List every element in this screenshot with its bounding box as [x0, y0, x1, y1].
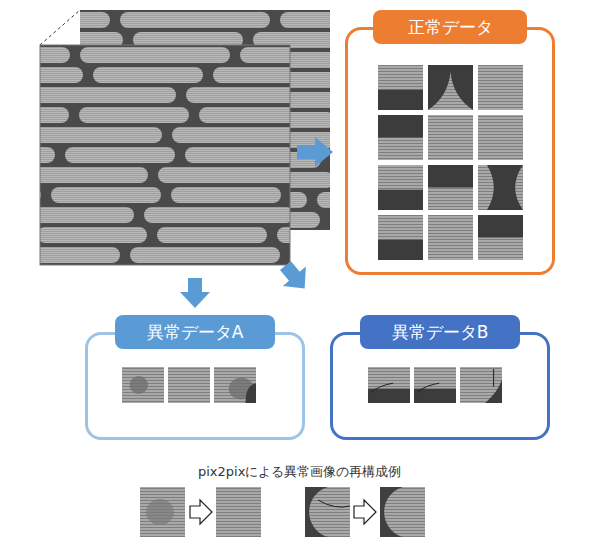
thumbnail	[378, 65, 423, 110]
defect-blob	[130, 376, 148, 394]
dark-region	[428, 65, 473, 110]
category-box: 異常データB	[330, 315, 550, 440]
caption-text: pix2pixによる異常画像の再構成例	[198, 463, 401, 481]
thumbnail	[214, 367, 256, 403]
line-pattern	[40, 247, 120, 263]
thumbnail	[428, 215, 473, 260]
wafer-image-front	[40, 45, 290, 265]
dark-region	[478, 215, 523, 238]
dark-region	[378, 115, 423, 138]
line-pattern	[40, 127, 162, 143]
line-pattern	[40, 207, 134, 223]
line-pattern	[317, 192, 330, 208]
line-pattern	[40, 147, 55, 163]
category-box: 異常データA	[85, 315, 305, 440]
thumbnail	[428, 115, 473, 160]
box-title: 異常データA	[115, 315, 275, 349]
line-pattern	[185, 147, 290, 163]
line-pattern	[93, 67, 203, 83]
line-pattern	[158, 167, 290, 183]
dark-region	[378, 90, 423, 110]
thumbnail	[478, 165, 523, 210]
line-pattern	[280, 12, 330, 28]
line-pattern	[80, 47, 230, 63]
line-pattern	[40, 167, 148, 183]
dark-region	[378, 190, 423, 210]
wafer-border	[40, 45, 290, 265]
line-pattern	[213, 67, 290, 83]
defect-scratch	[493, 369, 494, 387]
line-pattern	[171, 187, 281, 203]
thumbnail	[478, 115, 523, 160]
depth-line	[40, 10, 80, 45]
thumbnail	[378, 215, 423, 260]
wafer-image-back	[80, 10, 330, 230]
dark-region	[428, 165, 473, 188]
thumbnail	[428, 65, 473, 110]
line-pattern	[40, 227, 147, 243]
block-arrow	[180, 278, 210, 308]
dark-region	[487, 165, 523, 210]
category-box: 正常データ	[345, 10, 555, 275]
thumbnail	[460, 367, 502, 403]
defect-scratch	[318, 500, 350, 507]
dark-region	[246, 383, 257, 403]
line-end	[428, 72, 473, 110]
line-pattern	[40, 47, 70, 63]
example-image	[216, 487, 261, 537]
thumbnail	[168, 367, 210, 403]
thumbnail	[478, 65, 523, 110]
defect-scratch	[371, 383, 393, 392]
dark-region	[378, 240, 423, 260]
thumbnail	[378, 115, 423, 160]
dark-region	[368, 389, 410, 403]
line-pattern	[80, 12, 110, 28]
thumbnail	[414, 367, 456, 403]
line-pattern	[40, 107, 69, 123]
example-stripes	[309, 487, 350, 537]
block-arrow	[297, 137, 333, 167]
example-image	[305, 487, 350, 537]
thumbnail	[368, 367, 410, 403]
thumbnail	[122, 367, 164, 403]
line-pattern	[144, 207, 290, 223]
thumbnails	[122, 65, 523, 403]
thumbnail	[378, 165, 423, 210]
line-pattern	[186, 87, 290, 103]
line-pattern	[130, 247, 280, 263]
thumbnail	[428, 165, 473, 210]
thumbnail	[478, 215, 523, 260]
line-pattern	[120, 12, 270, 28]
line-pattern	[199, 107, 290, 123]
line-pattern	[65, 147, 175, 163]
line-pattern	[79, 107, 189, 123]
corner	[80, 10, 81, 11]
line-pattern	[157, 227, 267, 243]
outline-arrow	[354, 500, 376, 524]
line-pattern	[51, 187, 161, 203]
dark-region	[414, 389, 456, 403]
outline-arrow	[190, 500, 212, 524]
box-frame	[345, 27, 555, 275]
block-arrow	[274, 256, 316, 298]
box-title: 正常データ	[373, 10, 527, 44]
example-image	[380, 487, 425, 537]
box-title: 異常データB	[360, 315, 520, 349]
example-image	[140, 487, 185, 537]
line-pattern	[172, 127, 290, 143]
line-pattern	[240, 47, 290, 63]
defect-scratch	[417, 383, 439, 392]
line-pattern	[277, 227, 290, 243]
line-pattern	[40, 87, 176, 103]
defect-blob	[146, 499, 174, 525]
example-stripes	[384, 487, 425, 537]
line-pattern	[40, 67, 83, 83]
